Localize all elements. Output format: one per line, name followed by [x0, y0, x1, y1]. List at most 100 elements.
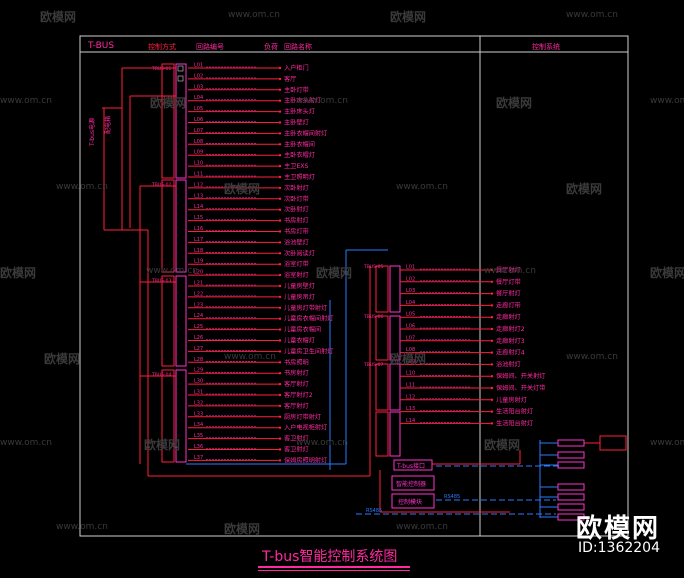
title-underline-thin	[258, 570, 410, 571]
left-row-node	[278, 317, 282, 320]
left-row-node	[278, 273, 282, 277]
left-row-name: 入户电视柜射灯	[284, 424, 327, 432]
left-row-node	[278, 154, 282, 157]
header-loop-name: 回路名称	[284, 42, 312, 51]
left-row-code: L24	[194, 313, 203, 319]
watermark-brand: 欧模网	[390, 352, 427, 366]
right-row-node	[490, 339, 494, 342]
left-row-node	[278, 230, 282, 233]
left-row-code: L04	[194, 95, 203, 101]
left-row-node	[278, 295, 282, 299]
left-row-name: 书房照明	[284, 358, 309, 366]
left-module-block	[175, 369, 187, 463]
right-row-node	[490, 363, 494, 366]
left-row-name: 客卫射灯	[284, 446, 309, 454]
right-row-name: 生活阳台射灯	[496, 419, 533, 427]
right-row-code: L09	[406, 359, 415, 365]
left-row-name: 主卧灯带	[284, 86, 309, 94]
right-row-node	[490, 351, 494, 354]
left-row-node	[278, 77, 282, 81]
left-row-name: 客卫射灯	[284, 435, 309, 443]
right-row-code: L02	[406, 276, 415, 282]
right-module-block	[389, 363, 401, 411]
right-row-node	[490, 316, 494, 319]
left-row-node	[278, 415, 282, 418]
right-row-name: 儿童房射灯	[496, 396, 527, 404]
watermark-brand: 欧模网	[316, 266, 353, 280]
left-row-name: 儿童房卫生间射灯	[284, 347, 334, 355]
left-row-code: L16	[194, 226, 203, 232]
right-group-tag: TBUS-05	[363, 264, 383, 270]
left-row-name: 次卧射灯	[284, 206, 309, 214]
watermark-site: www.om.cn	[56, 182, 108, 192]
left-row-code: L30	[194, 379, 203, 385]
left-row-code: L07	[194, 128, 203, 134]
left-row-node	[278, 372, 282, 375]
left-row-node	[278, 459, 282, 462]
left-row-code: L02	[194, 73, 203, 79]
left-row-node	[278, 197, 282, 200]
watermark-brand: 欧模网	[390, 10, 427, 24]
left-row-code: L25	[194, 324, 203, 330]
left-module-block	[175, 63, 187, 179]
right-row-name: 餐厅灯带	[496, 278, 521, 286]
left-row-node	[278, 306, 282, 309]
left-row-name: 书房射灯	[284, 369, 309, 377]
watermark-brand: 欧模网	[484, 438, 521, 452]
right-module-frame	[375, 265, 389, 313]
left-row-node	[278, 99, 282, 102]
left-row-name: 主卧衣帽间射灯	[284, 129, 327, 137]
right-module-block	[389, 265, 401, 313]
breaker-icon	[177, 75, 184, 82]
right-row-node	[490, 292, 494, 295]
left-row-node	[278, 110, 282, 113]
header-load: 负荷	[264, 42, 278, 51]
left-row-code: L19	[194, 259, 203, 265]
watermark-site: www.om.cn	[484, 266, 536, 276]
left-group-tag: TBUS-02	[151, 182, 171, 188]
left-row-code: L22	[194, 291, 203, 297]
left-group-tag: TBUS-03	[151, 278, 171, 284]
left-row-node	[278, 393, 282, 397]
left-row-code: L31	[194, 390, 203, 396]
left-row-name: 客厅射灯2	[284, 391, 313, 399]
left-row-code: L23	[194, 302, 203, 308]
left-row-code: L35	[194, 433, 203, 439]
left-row-name: 主卧床头灯	[284, 108, 315, 116]
watermark-brand: 欧模网	[224, 522, 261, 536]
right-row-code: L01	[406, 265, 415, 271]
left-row-node	[278, 426, 282, 429]
left-row-code: L26	[194, 335, 203, 341]
title-underline	[258, 566, 410, 568]
watermark-site: www.om.cn	[228, 10, 280, 20]
left-row-name: 厨房灯带射灯	[284, 413, 321, 421]
right-row-code: L07	[406, 335, 415, 341]
right-row-name: 生活阳台射灯	[496, 408, 533, 416]
left-module-frame	[161, 179, 175, 273]
right-module-frame	[375, 363, 389, 411]
left-row-name: 主卫EXS	[284, 162, 309, 170]
watermark-site: www.om.cn	[396, 182, 448, 192]
left-row-node	[278, 88, 282, 92]
left-row-node	[278, 263, 282, 266]
bus-box-label: T-bus接口	[396, 462, 425, 470]
right-devices	[557, 435, 627, 521]
watermark-site: www.om.cn	[224, 352, 276, 362]
left-row-name: 儿童房灯带射灯	[284, 304, 327, 312]
right-row-code: L08	[406, 347, 415, 353]
left-row-name: 主卫照明灯	[284, 173, 315, 181]
left-row-code: L10	[194, 161, 203, 167]
left-row-node	[278, 339, 282, 342]
left-row-node	[278, 132, 282, 135]
breaker-icon	[177, 65, 184, 72]
watermark-site: www.om.cn	[296, 438, 348, 448]
header-panel-note: 控制系统	[532, 42, 560, 51]
left-row-node	[278, 208, 282, 211]
left-row-name: 主卧衣帽间	[284, 140, 315, 148]
left-row-code: L18	[194, 248, 203, 254]
left-row-code: L20	[194, 270, 203, 276]
right-row-node	[490, 327, 494, 331]
left-row-name: 浴室射灯	[284, 271, 309, 279]
